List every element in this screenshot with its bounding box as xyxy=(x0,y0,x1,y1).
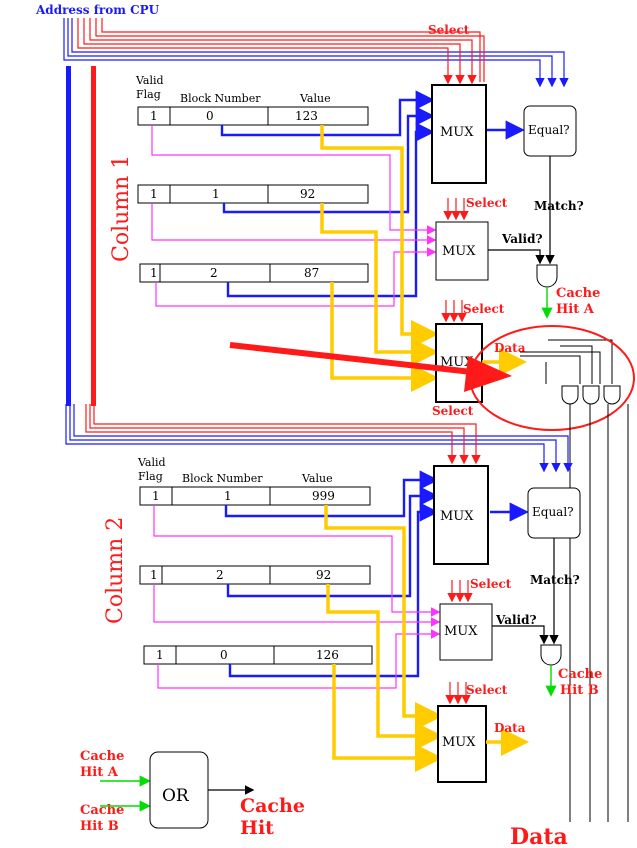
cache-hit-a-line1: Cache xyxy=(556,286,600,301)
or-input-a-line1: Cache xyxy=(80,749,124,764)
select-label-c1-mid: Select xyxy=(466,196,508,210)
select-label-c1-low: Select xyxy=(463,302,505,316)
valid-cell: 1 xyxy=(156,648,164,662)
pointer-arrowhead xyxy=(464,356,512,392)
cache-hit-b-line2: Hit B xyxy=(560,683,599,698)
output-gates xyxy=(520,339,613,384)
valid-cell: 1 xyxy=(150,266,158,280)
valid-flag-label-c1: Valid xyxy=(135,74,164,87)
value-cell: 87 xyxy=(304,266,319,280)
block-wires-c1 xyxy=(220,90,435,298)
data-output-label: Data xyxy=(510,824,568,848)
and-gate xyxy=(603,385,621,405)
valid-wires-c2 xyxy=(153,505,441,689)
mux-label: MUX xyxy=(442,244,476,259)
and-gate-c1 xyxy=(536,264,558,288)
value-cell: 92 xyxy=(316,568,331,582)
address-label: Address from CPU xyxy=(35,3,160,17)
block-number-label-c2: Block Number xyxy=(182,472,263,485)
mux-data-c2 xyxy=(437,705,487,783)
value-cell: 123 xyxy=(295,109,318,123)
mux-valid-c2 xyxy=(439,603,493,661)
valid-cell: 1 xyxy=(150,187,158,201)
and-gate xyxy=(582,385,600,405)
block-cell: 2 xyxy=(210,266,218,280)
value-cell: 999 xyxy=(312,489,335,503)
value-cell: 92 xyxy=(300,187,315,201)
and-gate xyxy=(561,385,579,405)
valid-label-c1: Valid? xyxy=(501,232,543,246)
mux-label: MUX xyxy=(440,509,474,524)
or-input-b-line2: Hit B xyxy=(80,819,119,834)
column-1-title: Column 1 xyxy=(109,155,134,262)
data-label-c1: Data xyxy=(494,341,526,355)
address-bus-top xyxy=(63,18,569,88)
mux-label: MUX xyxy=(440,125,474,140)
or-input-b-line1: Cache xyxy=(80,803,124,818)
block-cell: 1 xyxy=(212,187,220,201)
valid-cell: 1 xyxy=(152,489,160,503)
value-wires-c2 xyxy=(324,505,443,772)
value-label-c1: Value xyxy=(299,92,331,105)
select-arrows-c2 xyxy=(445,580,473,705)
pointer-arrow xyxy=(229,342,473,375)
select-arrows-c1 xyxy=(441,198,469,323)
address-bus-red xyxy=(91,66,96,406)
value-wires-c1 xyxy=(320,125,439,392)
select-label-c2-top: Select xyxy=(432,404,474,418)
match-label-c2: Match? xyxy=(530,573,580,587)
select-label-c2-low: Select xyxy=(466,683,508,697)
value-label-c2: Value xyxy=(301,472,333,485)
or-label: OR xyxy=(162,786,190,806)
cache-row: 1 1 999 xyxy=(139,486,371,506)
cache-hit-line1: Cache xyxy=(240,795,305,817)
flag-label-c1: Flag xyxy=(136,88,161,101)
cache-row: 1 2 87 xyxy=(139,263,369,283)
block-cell: 0 xyxy=(206,109,214,123)
block-cell: 0 xyxy=(220,648,228,662)
data-output-lines xyxy=(569,404,629,822)
valid-wires-c1 xyxy=(151,125,437,307)
flag-label-c2: Flag xyxy=(138,470,163,483)
valid-cell: 1 xyxy=(150,109,158,123)
select-label-c2-mid: Select xyxy=(470,577,512,591)
valid-label-c2: Valid? xyxy=(495,613,537,627)
block-number-label-c1: Block Number xyxy=(180,92,261,105)
mux-label: MUX xyxy=(440,355,474,370)
cache-hit-b-line1: Cache xyxy=(558,667,602,682)
select-label-c1-top: Select xyxy=(428,23,470,37)
mux-valid-c1 xyxy=(435,221,489,281)
valid-flag-label-c2: Valid xyxy=(137,456,166,469)
valid-wire-c1 xyxy=(488,249,545,265)
valid-cell: 1 xyxy=(150,568,158,582)
column-2-title: Column 2 xyxy=(103,517,128,624)
address-bus-blue xyxy=(66,66,71,406)
equal-label: Equal? xyxy=(528,123,570,137)
cache-hit-a-line2: Hit A xyxy=(556,302,595,317)
and-gate-c2 xyxy=(540,644,562,666)
match-label-c1: Match? xyxy=(534,199,584,213)
mux-block-c1 xyxy=(431,84,487,184)
cache-row: 1 2 92 xyxy=(139,565,371,585)
cache-row: 1 0 126 xyxy=(143,645,373,665)
mux-block-c2 xyxy=(433,465,489,565)
or-input-a-line2: Hit A xyxy=(80,765,119,780)
value-cell: 126 xyxy=(316,648,339,662)
block-cell: 2 xyxy=(216,568,224,582)
mux-label: MUX xyxy=(444,624,478,639)
data-label-c2: Data xyxy=(494,721,526,735)
cache-hit-line2: Hit xyxy=(240,817,274,839)
block-cell: 1 xyxy=(224,489,232,503)
cache-row: 1 1 92 xyxy=(137,184,369,204)
address-bus-mid xyxy=(65,404,573,473)
cache-row: 1 0 123 xyxy=(137,106,369,126)
mux-label: MUX xyxy=(442,735,476,750)
equal-label: Equal? xyxy=(532,505,574,519)
block-wires-c2 xyxy=(224,470,439,678)
valid-wire-c2 xyxy=(492,625,549,645)
